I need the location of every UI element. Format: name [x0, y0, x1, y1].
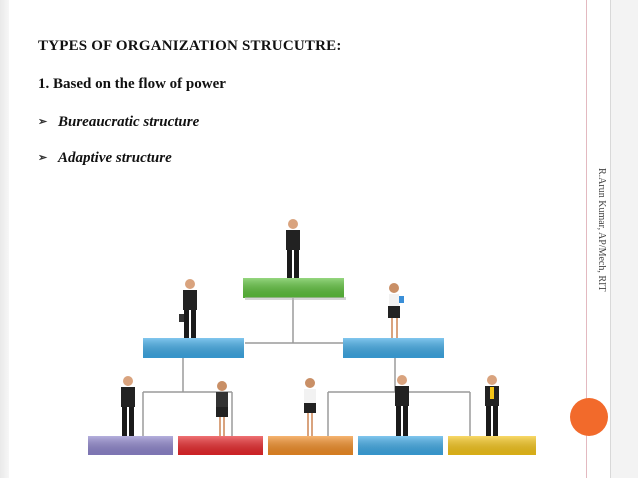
person-figure-level2-left	[179, 279, 197, 338]
box-level-3-blue	[358, 436, 443, 455]
slide-subheading: 1. Based on the flow of power	[38, 76, 226, 92]
vertical-divider	[586, 0, 587, 478]
left-border	[0, 0, 9, 478]
slide-heading: TYPES OF ORGANIZATION STRUCUTRE:	[38, 38, 342, 54]
person-figure-level3-5	[485, 375, 499, 436]
person-figure-level3-3	[304, 378, 316, 436]
bullet-arrow-icon: ➢	[38, 152, 48, 164]
person-figure-top	[286, 219, 300, 278]
box-level-2-right	[343, 338, 444, 358]
person-figure-level3-1	[121, 376, 135, 436]
bullet-text: Adaptive structure	[58, 150, 172, 166]
decorative-circle	[570, 398, 608, 436]
connector-lines	[142, 298, 471, 436]
box-level-2-left	[143, 338, 244, 358]
box-level-3-orange	[268, 436, 353, 455]
person-figure-level2-right	[388, 283, 404, 338]
person-figure-level3-4	[395, 375, 409, 436]
box-level-1	[243, 278, 346, 300]
bullet-text: Bureaucratic structure	[58, 114, 200, 130]
right-panel	[610, 0, 638, 478]
bullet-item: ➢ Bureaucratic structure	[38, 114, 199, 131]
box-level-3-yellow	[448, 436, 536, 455]
box-level-3-red	[178, 436, 263, 455]
bullet-arrow-icon: ➢	[38, 116, 48, 128]
bullet-item: ➢ Adaptive structure	[38, 150, 172, 167]
slide-footer: R.Arun Kumar, AP/Mech, RIT	[596, 168, 607, 292]
person-figure-level3-2	[216, 381, 228, 436]
box-level-3-purple	[88, 436, 173, 455]
